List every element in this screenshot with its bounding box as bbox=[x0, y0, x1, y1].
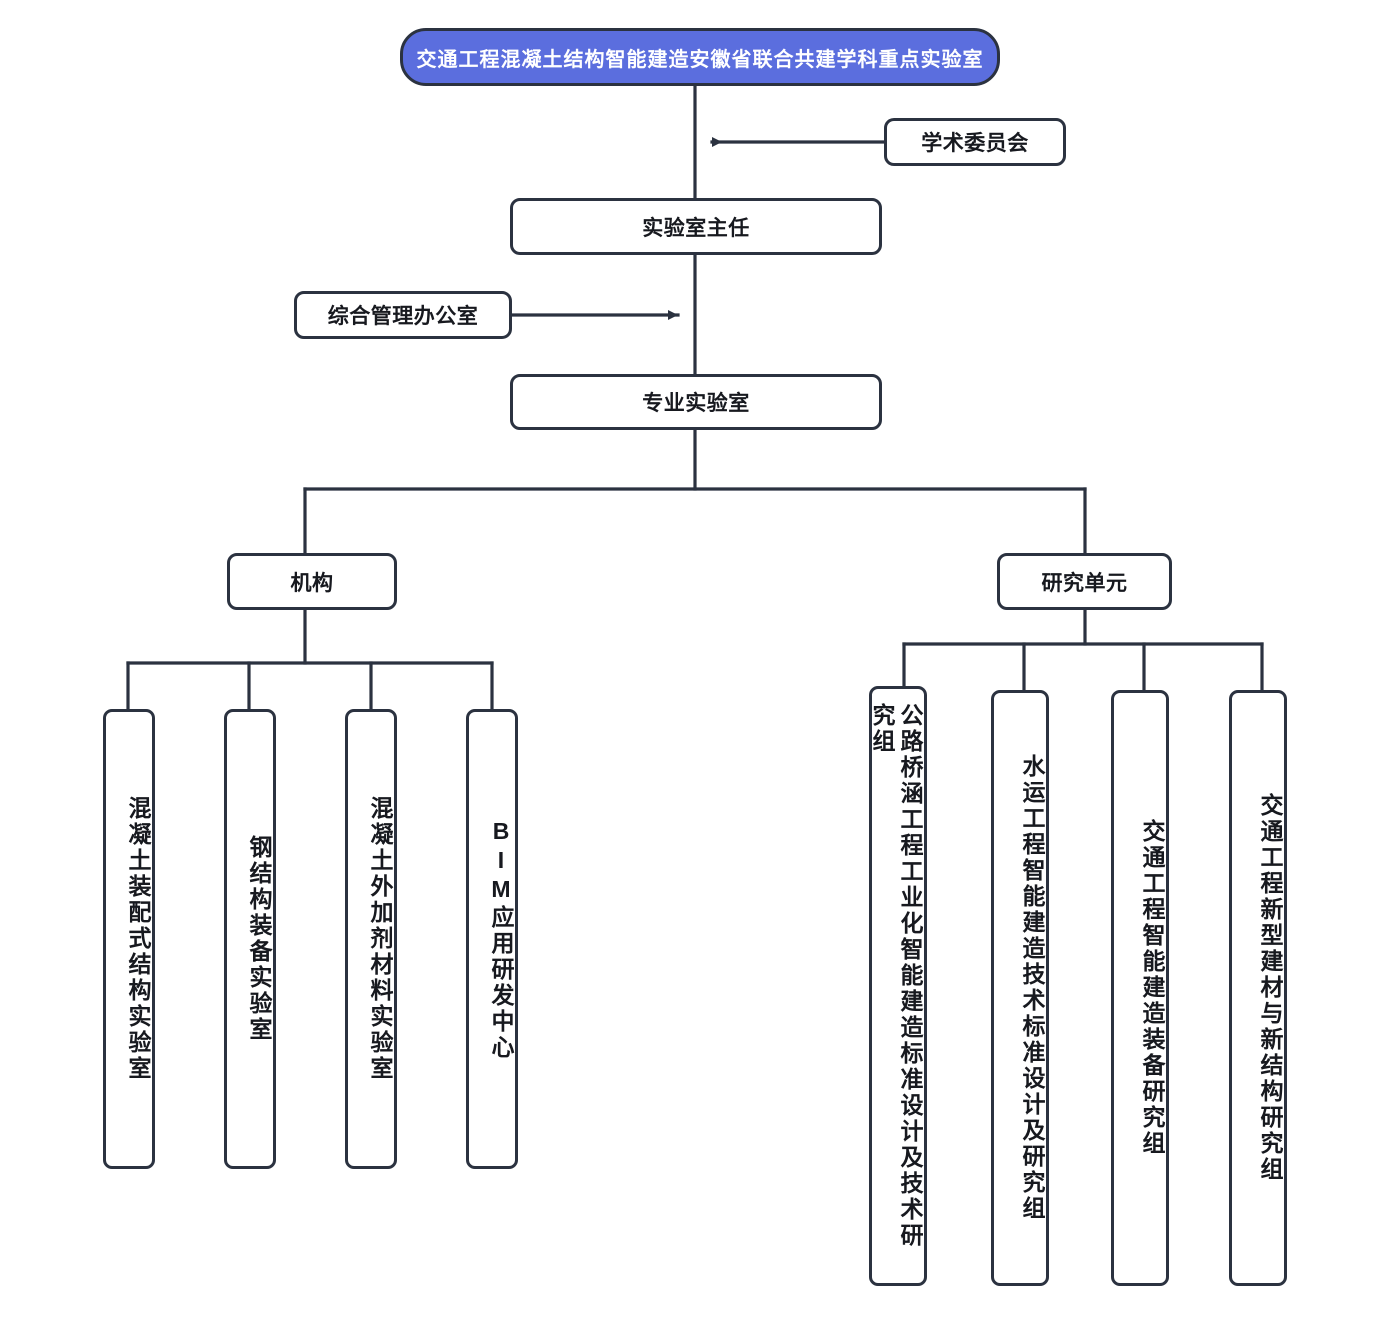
node-research-child-3[interactable]: 交通工程智能建造装备研究组 bbox=[1111, 690, 1169, 1286]
root-node-key-laboratory[interactable]: 交通工程混凝土结构智能建造安徽省联合共建学科重点实验室 bbox=[400, 28, 1000, 86]
node-institution-child-2-label: 钢结构装备实验室 bbox=[246, 835, 272, 1043]
node-admin-office-label: 综合管理办公室 bbox=[327, 305, 479, 328]
node-research-child-1[interactable]: 公路桥涵工程工业化智能建造标准设计及技术研究组 bbox=[869, 686, 927, 1286]
node-admin-office[interactable]: 综合管理办公室 bbox=[294, 291, 512, 339]
node-lab-director-label: 实验室主任 bbox=[642, 216, 750, 240]
node-academic-committee-label: 学术委员会 bbox=[921, 132, 1029, 155]
node-research-child-1-label: 公路桥涵工程工业化智能建造标准设计及技术研究组 bbox=[868, 703, 923, 1249]
node-institution-child-4-label: BIM应用研发中心 bbox=[488, 817, 514, 1061]
node-academic-committee[interactable]: 学术委员会 bbox=[884, 118, 1066, 166]
node-research-child-4-label: 交通工程新型建材与新结构研究组 bbox=[1257, 793, 1283, 1183]
node-research-child-2-label: 水运工程智能建造技术标准设计及研究组 bbox=[1019, 754, 1045, 1222]
root-node-label: 交通工程混凝土结构智能建造安徽省联合共建学科重点实验室 bbox=[416, 48, 984, 71]
node-institution-child-2[interactable]: 钢结构装备实验室 bbox=[224, 709, 276, 1169]
node-institution-child-1-label: 混凝土装配式结构实验室 bbox=[125, 796, 151, 1082]
node-institution-child-3[interactable]: 混凝土外加剂材料实验室 bbox=[345, 709, 397, 1169]
node-institution-child-4[interactable]: BIM应用研发中心 bbox=[466, 709, 518, 1169]
node-professional-lab-label: 专业实验室 bbox=[642, 392, 750, 415]
node-research-child-2[interactable]: 水运工程智能建造技术标准设计及研究组 bbox=[991, 690, 1049, 1286]
node-institution-label: 机构 bbox=[290, 571, 334, 595]
node-research-child-4[interactable]: 交通工程新型建材与新结构研究组 bbox=[1229, 690, 1287, 1286]
node-institution-child-3-label: 混凝土外加剂材料实验室 bbox=[367, 796, 393, 1082]
node-lab-director[interactable]: 实验室主任 bbox=[510, 198, 882, 255]
node-research-unit-label: 研究单元 bbox=[1041, 571, 1128, 595]
node-institution-child-1[interactable]: 混凝土装配式结构实验室 bbox=[103, 709, 155, 1169]
node-professional-lab[interactable]: 专业实验室 bbox=[510, 374, 882, 430]
node-research-child-3-label: 交通工程智能建造装备研究组 bbox=[1139, 819, 1165, 1157]
node-institution[interactable]: 机构 bbox=[227, 553, 397, 610]
node-research-unit[interactable]: 研究单元 bbox=[997, 553, 1172, 610]
